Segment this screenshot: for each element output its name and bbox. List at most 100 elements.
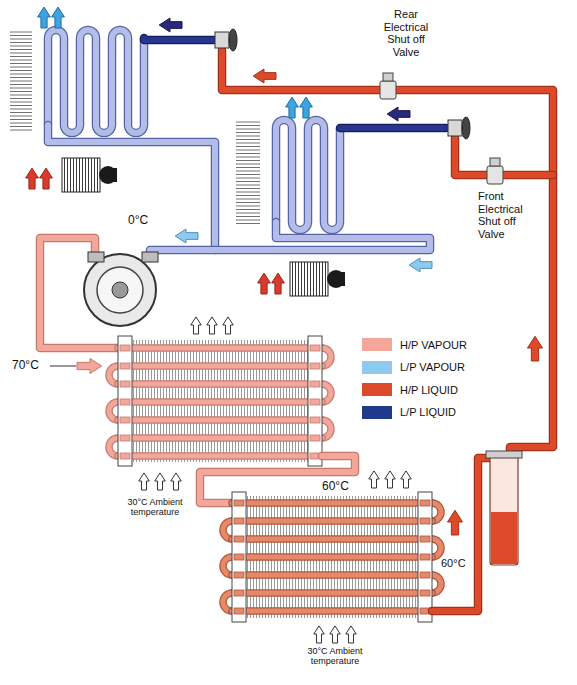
condenser-upper-tube xyxy=(118,436,322,441)
fan-motor-body xyxy=(108,168,117,182)
compressor-hub xyxy=(112,282,128,298)
condenser-lower-tube-pass xyxy=(234,500,244,506)
condenser-upper-tube-outline xyxy=(118,434,322,442)
rear-evaporator-fin xyxy=(10,42,32,43)
condenser-upper-tube xyxy=(118,346,322,351)
flow-arrow xyxy=(527,336,542,361)
rear-evaporator-fin xyxy=(10,77,32,78)
shutoff-valve-body xyxy=(487,166,503,184)
front-evaporator-coil xyxy=(276,120,340,230)
rear-evaporator-fin xyxy=(10,56,32,57)
shutoff-valve-coil xyxy=(490,158,500,166)
fan-grille xyxy=(290,262,328,296)
condenser-outlet-pipe xyxy=(432,458,490,611)
condenser-upper-tube-pass xyxy=(310,417,320,423)
expansion-valve-body xyxy=(448,120,462,136)
condenser-lower-tube xyxy=(232,573,432,578)
legend-swatch xyxy=(362,361,392,374)
front-evaporator-fin xyxy=(236,167,260,168)
front-evaporator-fin xyxy=(236,143,260,144)
receiver-cap xyxy=(486,451,522,458)
condenser-upper-tube xyxy=(118,418,322,423)
condenser-lower-tube-pass xyxy=(234,536,244,542)
front-evaporator-fin xyxy=(236,223,260,224)
condenser-lower-tube-outline xyxy=(232,571,432,579)
temperature-label: 70°C xyxy=(12,359,52,373)
front-evaporator-fin xyxy=(236,146,260,147)
condenser-lower-tube-outline xyxy=(232,589,432,597)
condenser-lower-tube xyxy=(232,555,432,560)
condenser-upper-tube-pass xyxy=(310,435,320,441)
rear-evaporator-fin xyxy=(10,130,32,131)
rear-evaporator-fin xyxy=(10,35,32,36)
condenser-upper-tube xyxy=(118,400,322,405)
rear-evaporator-inlet-pipe xyxy=(144,38,214,40)
legend-swatch xyxy=(362,406,392,419)
condenser-upper-tube-pass xyxy=(310,345,320,351)
rear-evaporator-fin xyxy=(10,46,32,47)
expansion-valve-stem xyxy=(229,39,230,42)
flow-arrow xyxy=(155,473,165,490)
receiver-liquid xyxy=(491,512,517,564)
flow-arrow xyxy=(401,471,411,488)
condenser-lower-tube-pass xyxy=(420,590,430,596)
front-evaporator-inlet-pipe-outline xyxy=(340,124,446,133)
condenser-lower-tube-pass xyxy=(420,554,430,560)
compressor-body xyxy=(84,254,156,326)
condenser-lower-tube xyxy=(232,591,432,596)
fan-motor xyxy=(327,270,345,288)
flow-arrow xyxy=(409,258,432,272)
rear-evaporator-fin xyxy=(10,74,32,75)
condenser-lower-tube-pass xyxy=(420,500,430,506)
condenser-upper-tube-pass xyxy=(120,363,130,369)
condenser-upper-tube-pass xyxy=(120,345,130,351)
flow-arrow xyxy=(258,273,271,294)
condenser-upper-tube-outline xyxy=(118,362,322,370)
rear-evaporator-coil-outline xyxy=(48,30,144,133)
compressor-port xyxy=(88,252,104,262)
rear-evaporator-coil xyxy=(48,30,144,133)
front-evaporator-fin xyxy=(236,206,260,207)
temperature-label: 60°C xyxy=(441,557,473,570)
condenser-upper-tube-pass xyxy=(120,435,130,441)
rear-evaporator-fin xyxy=(10,63,32,64)
flow-arrow xyxy=(171,473,181,490)
legend-row: L/P LIQUID xyxy=(362,406,456,419)
front-evaporator-fin xyxy=(236,213,260,214)
rear-evaporator-fin xyxy=(10,91,32,92)
legend-row: L/P VAPOUR xyxy=(362,361,465,374)
front-evaporator-fin xyxy=(236,178,260,179)
legend-row: H/P LIQUID xyxy=(362,383,458,396)
front-evaporator-fin xyxy=(236,139,260,140)
front-evaporator-fin xyxy=(236,209,260,210)
front-evaporator-fin xyxy=(236,181,260,182)
flow-arrow xyxy=(191,317,201,334)
legend-swatch xyxy=(362,383,392,396)
front-evaporator-fin xyxy=(236,185,260,186)
rear-evaporator-fin xyxy=(10,81,32,82)
compressor-clutch xyxy=(97,267,143,313)
flow-arrow xyxy=(253,69,276,83)
expansion-valve-body xyxy=(215,32,229,48)
fan-grille xyxy=(62,158,100,192)
receiver-drier xyxy=(490,455,518,565)
fan-motor xyxy=(99,166,117,184)
flow-arrow xyxy=(52,7,65,28)
condenser-upper-tube-pass xyxy=(120,453,130,459)
condenser-lower-tube-pass xyxy=(420,518,430,524)
rear-evaporator-fin xyxy=(10,60,32,61)
rear-evaporator-fin xyxy=(10,116,32,117)
flow-arrow xyxy=(346,626,356,643)
rear-evaporator-fin xyxy=(10,105,32,106)
front-liquid-branch-outline xyxy=(455,138,553,175)
condenser-upper-tube-outline xyxy=(118,416,322,424)
front-evaporator-fin xyxy=(236,122,260,123)
rear-evaporator-fin xyxy=(10,102,32,103)
condenser-lower-tube xyxy=(232,519,432,524)
valve-label: Rear Electrical Shut off Valve xyxy=(374,8,438,59)
condenser-upper-tube-pass xyxy=(120,417,130,423)
flow-arrow xyxy=(300,97,313,118)
legend-text: H/P LIQUID xyxy=(400,384,458,396)
legend-swatch xyxy=(362,338,392,351)
